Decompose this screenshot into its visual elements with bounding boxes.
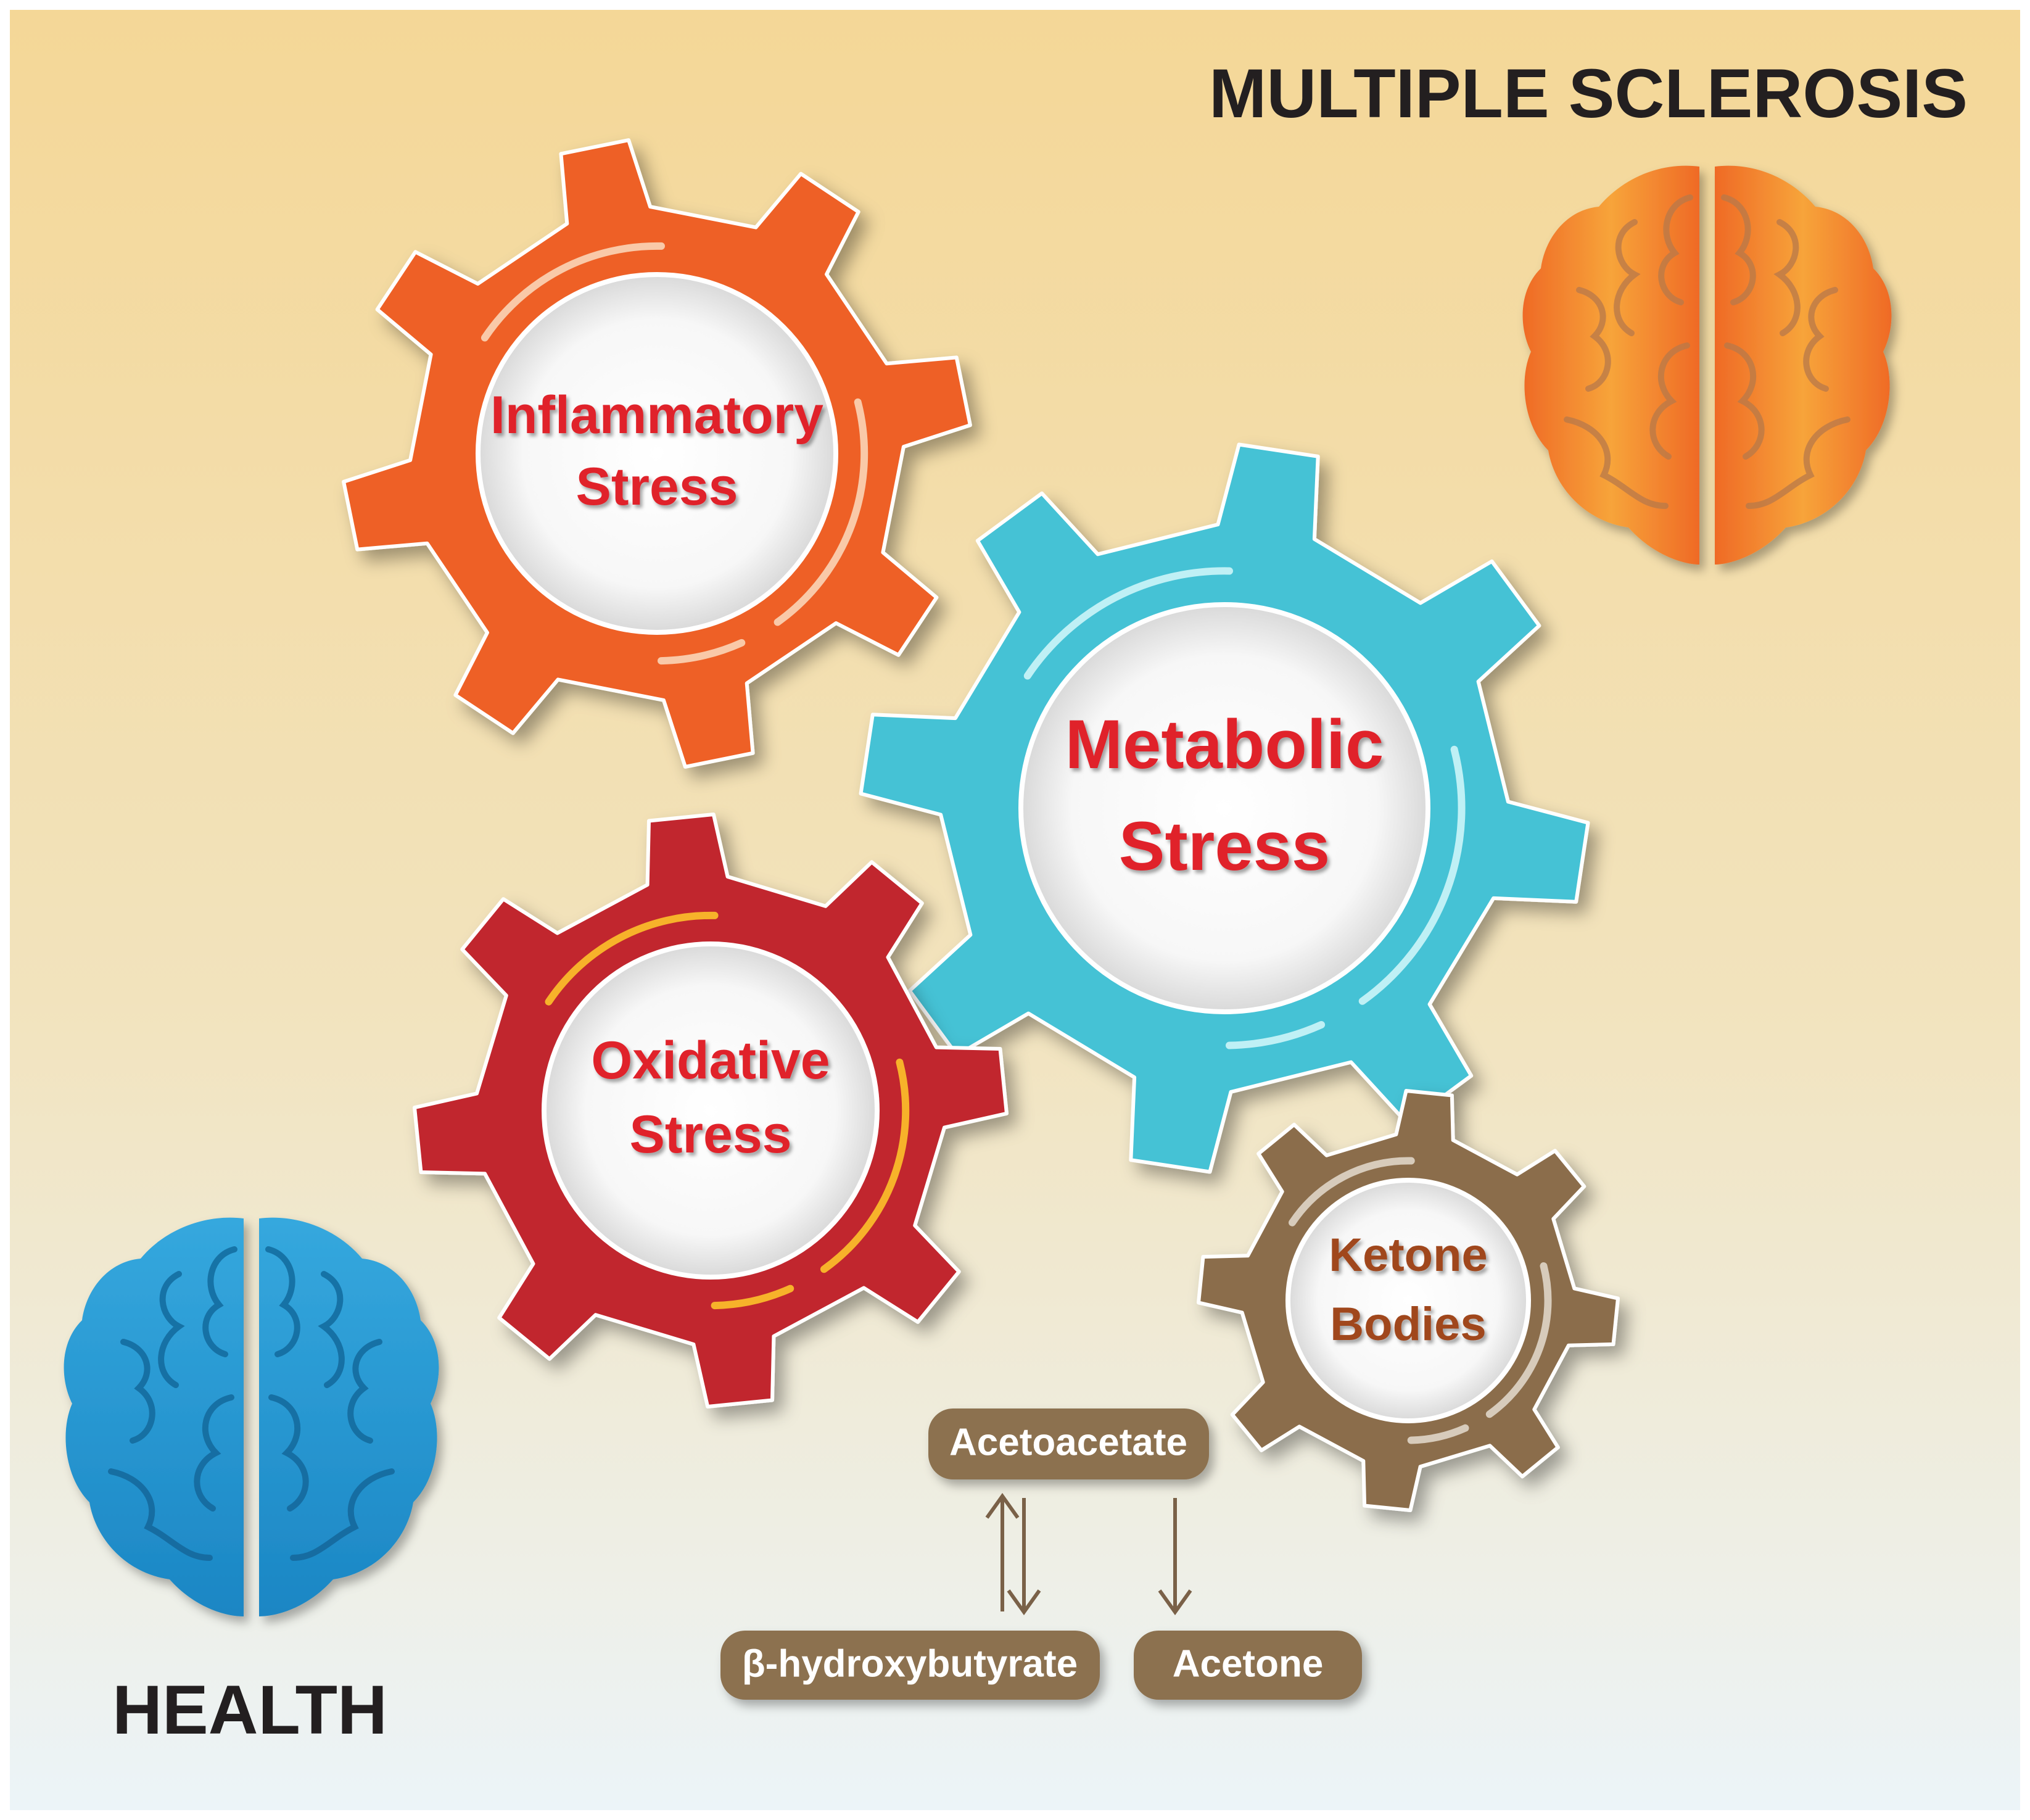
hydroxybutyrate-label: β-hydroxybutyrate	[742, 1642, 1078, 1685]
health-brain-icon	[64, 1217, 439, 1616]
ketone-gear-center	[1285, 1178, 1531, 1423]
inflammatory-label-line2: Stress	[576, 457, 738, 516]
arrow-down-left-head	[1007, 1589, 1041, 1616]
oxidative-highlight-arc	[545, 911, 719, 1006]
metabolic-label-line1: Metabolic	[1065, 706, 1384, 783]
inflammatory-highlight-arc	[658, 639, 746, 665]
acetoacetate-label: Acetoacetate	[949, 1421, 1187, 1463]
metabolic-highlight-arc	[1023, 567, 1233, 680]
ketone-label-line1: Ketone	[1329, 1229, 1488, 1281]
oxidative-gear-center	[542, 941, 880, 1280]
metabolic-label-line2: Stress	[1119, 808, 1330, 885]
oxidative-gear	[413, 813, 1009, 1408]
ketone-highlight-arc	[1289, 1157, 1415, 1226]
metabolic-gear-center	[1018, 602, 1430, 1014]
ketone-highlight-arc	[1485, 1262, 1552, 1418]
acetone-pill	[1134, 1631, 1362, 1700]
inflammatory-highlight-arc	[481, 242, 665, 342]
inflammatory-label-line1: Inflammatory	[490, 386, 823, 445]
metabolic-gear	[859, 442, 1590, 1174]
acetone-label: Acetone	[1173, 1642, 1324, 1685]
oxidative-label-line1: Oxidative	[591, 1031, 830, 1090]
hydroxybutyrate-pill	[720, 1631, 1100, 1700]
oxidative-highlight-arc	[711, 1284, 794, 1310]
oxidative-label-line2: Stress	[630, 1105, 792, 1164]
multiple-sclerosis-brain-icon	[1522, 165, 1892, 565]
multiple-sclerosis-title: MULTIPLE SCLEROSIS	[1209, 55, 1968, 132]
ketone-gear	[1197, 1089, 1620, 1512]
ketone-label-line2: Bodies	[1330, 1298, 1486, 1351]
arrow-down-right-head	[1158, 1589, 1192, 1616]
acetoacetate-pill	[928, 1408, 1209, 1479]
metabolic-highlight-arc	[1358, 745, 1466, 1005]
inflammatory-highlight-arc	[774, 398, 869, 626]
gear-layer	[342, 138, 1620, 1512]
inflammatory-gear-center	[476, 272, 838, 635]
gear-labels: Inflammatory Stress Metabolic Stress Oxi…	[490, 386, 1488, 1351]
inflammatory-gear	[342, 138, 972, 769]
oxidative-highlight-arc	[820, 1058, 910, 1273]
ketone-pathway: Acetoacetate β-hydroxybutyrate Acetone	[720, 1408, 1362, 1700]
arrow-up-head	[985, 1492, 1020, 1519]
health-title: HEALTH	[112, 1671, 387, 1748]
ketone-highlight-arc	[1407, 1424, 1469, 1444]
metabolic-highlight-arc	[1226, 1021, 1326, 1049]
